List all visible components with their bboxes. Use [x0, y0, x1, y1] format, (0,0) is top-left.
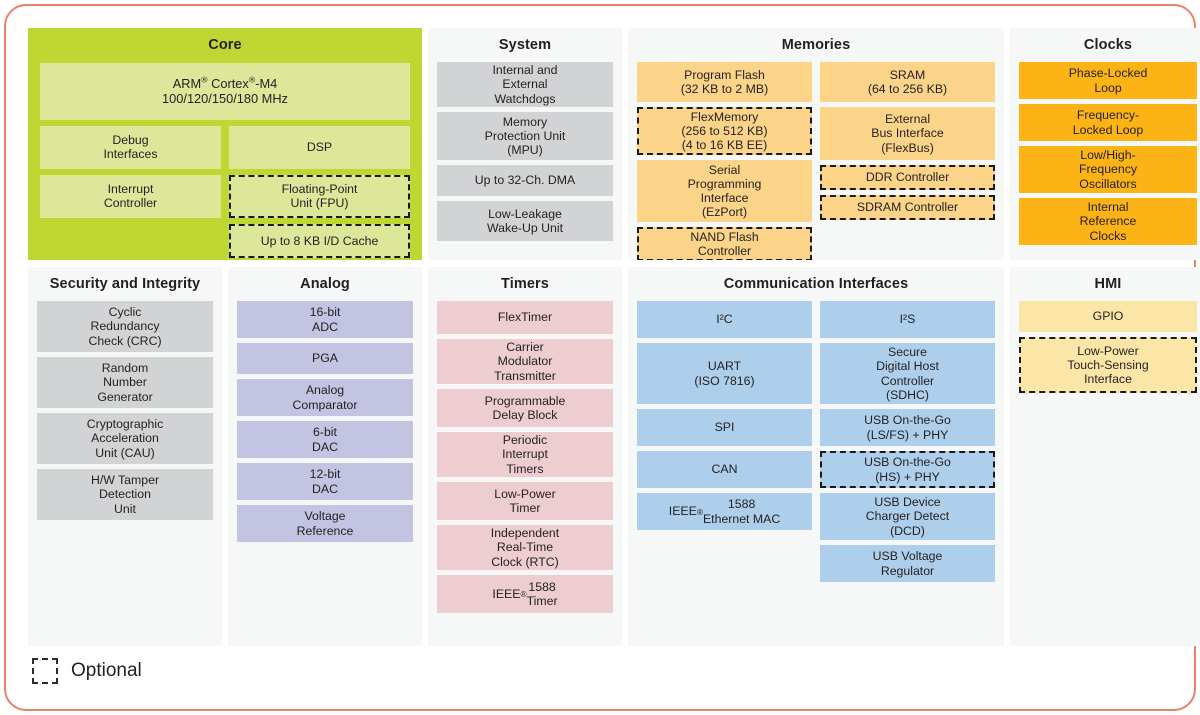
memories-left-column: Program Flash (32 KB to 2 MB) FlexMemory… — [637, 62, 812, 260]
panel-title-security: Security and Integrity — [49, 276, 201, 292]
block-carrier-modulator-transmitter: Carrier Modulator Transmitter — [437, 339, 613, 385]
block-periodic-interrupt-timers: Periodic Interrupt Timers — [437, 432, 613, 478]
block-frequency-locked-loop: Frequency- Locked Loop — [1019, 104, 1197, 142]
block-phase-locked-loop: Phase-Locked Loop — [1019, 62, 1197, 100]
block-sdhc: Secure Digital Host Controller (SDHC) — [820, 343, 995, 405]
panel-clocks: Clocks Phase-Locked Loop Frequency- Lock… — [1010, 28, 1200, 260]
panel-hmi: HMI GPIO Low-Power Touch-Sensing Interfa… — [1010, 267, 1200, 646]
block-program-flash: Program Flash (32 KB to 2 MB) — [637, 62, 812, 103]
panel-title-clocks: Clocks — [1083, 37, 1133, 53]
communication-right-column: I²S Secure Digital Host Controller (SDHC… — [820, 301, 995, 583]
block-i2s: I²S — [820, 301, 995, 339]
block-flextimer: FlexTimer — [437, 301, 613, 335]
hmi-blocks: GPIO Low-Power Touch-Sensing Interface — [1019, 301, 1197, 394]
analog-blocks: 16-bit ADC PGA Analog Comparator 6-bit D… — [237, 301, 413, 543]
security-blocks: Cyclic Redundancy Check (CRC) Random Num… — [37, 301, 213, 521]
legend-optional-label: Optional — [71, 660, 142, 681]
core-left-column: Debug Interfaces Interrupt Controller — [40, 125, 221, 218]
panel-title-hmi: HMI — [1094, 276, 1122, 292]
block-external-bus-interface: External Bus Interface (FlexBus) — [820, 107, 995, 161]
block-sram: SRAM (64 to 256 KB) — [820, 62, 995, 103]
optional-swatch-icon — [32, 658, 58, 684]
panel-communication-interfaces: Communication Interfaces I²C UART (ISO 7… — [628, 267, 1004, 646]
block-memory-protection-unit: Memory Protection Unit (MPU) — [437, 112, 613, 161]
block-gpio: GPIO — [1019, 301, 1197, 333]
block-interrupt-controller: Interrupt Controller — [40, 174, 221, 218]
block-i2c: I²C — [637, 301, 812, 339]
block-ddr-controller: DDR Controller — [820, 165, 995, 191]
timers-blocks: FlexTimer Carrier Modulator Transmitter … — [437, 301, 613, 614]
block-12-bit-dac: 12-bit DAC — [237, 463, 413, 501]
panel-title-memories: Memories — [781, 37, 851, 53]
block-hw-tamper-detection-unit: H/W Tamper Detection Unit — [37, 469, 213, 521]
block-usb-voltage-regulator: USB Voltage Regulator — [820, 545, 995, 583]
block-16-bit-adc: 16-bit ADC — [237, 301, 413, 339]
block-nand-flash-controller: NAND Flash Controller — [637, 227, 812, 260]
block-cyclic-redundancy-check: Cyclic Redundancy Check (CRC) — [37, 301, 213, 353]
panel-title-system: System — [498, 37, 552, 53]
block-oscillators: Low/High- Frequency Oscillators — [1019, 146, 1197, 194]
block-flexmemory: FlexMemory (256 to 512 KB) (4 to 16 KB E… — [637, 107, 812, 156]
block-serial-programming-interface: Serial Programming Interface (EzPort) — [637, 160, 812, 223]
block-6-bit-dac: 6-bit DAC — [237, 421, 413, 459]
block-dsp: DSP — [229, 125, 410, 169]
panel-title-communication: Communication Interfaces — [723, 276, 909, 292]
block-pga: PGA — [237, 343, 413, 375]
block-low-power-timer: Low-Power Timer — [437, 482, 613, 521]
block-usb-device-charger-detect: USB Device Charger Detect (DCD) — [820, 493, 995, 541]
block-internal-reference-clocks: Internal Reference Clocks — [1019, 198, 1197, 246]
block-debug-interfaces: Debug Interfaces — [40, 125, 221, 169]
panel-title-core: Core — [208, 37, 242, 53]
block-floating-point-unit: Floating-Point Unit (FPU) — [229, 174, 410, 218]
block-id-cache: Up to 8 KB I/D Cache — [229, 223, 410, 258]
block-usb-otg-hs: USB On-the-Go (HS) + PHY — [820, 451, 995, 489]
core-right-column: DSP Floating-Point Unit (FPU) Up to 8 KB… — [229, 125, 410, 258]
system-blocks: Internal and External Watchdogs Memory P… — [437, 62, 613, 242]
panel-memories: Memories Program Flash (32 KB to 2 MB) F… — [628, 28, 1004, 260]
memories-right-column: SRAM (64 to 256 KB) External Bus Interfa… — [820, 62, 995, 221]
block-spi: SPI — [637, 409, 812, 447]
panel-title-timers: Timers — [501, 276, 549, 292]
panel-title-analog: Analog — [300, 276, 350, 292]
panel-analog: Analog 16-bit ADC PGA Analog Comparator … — [228, 267, 422, 646]
core-block-grid: Debug Interfaces Interrupt Controller DS… — [40, 125, 410, 258]
panel-security-and-integrity: Security and Integrity Cyclic Redundancy… — [28, 267, 222, 646]
panel-system: System Internal and External Watchdogs M… — [428, 28, 622, 260]
block-usb-otg-lsfs: USB On-the-Go (LS/FS) + PHY — [820, 409, 995, 447]
block-cryptographic-acceleration-unit: Cryptographic Acceleration Unit (CAU) — [37, 413, 213, 465]
clocks-blocks: Phase-Locked Loop Frequency- Locked Loop… — [1019, 62, 1197, 246]
block-watchdogs: Internal and External Watchdogs — [437, 62, 613, 108]
block-analog-comparator: Analog Comparator — [237, 379, 413, 417]
block-uart: UART (ISO 7816) — [637, 343, 812, 405]
block-low-leakage-wakeup-unit: Low-Leakage Wake-Up Unit — [437, 201, 613, 242]
block-programmable-delay-block: Programmable Delay Block — [437, 389, 613, 428]
block-random-number-generator: Random Number Generator — [37, 357, 213, 409]
block-can: CAN — [637, 451, 812, 489]
panel-timers: Timers FlexTimer Carrier Modulator Trans… — [428, 267, 622, 646]
block-independent-rtc: Independent Real-Time Clock (RTC) — [437, 525, 613, 571]
memories-blocks: Program Flash (32 KB to 2 MB) FlexMemory… — [637, 62, 995, 260]
block-voltage-reference: Voltage Reference — [237, 505, 413, 543]
block-sdram-controller: SDRAM Controller — [820, 195, 995, 221]
legend: Optional — [32, 658, 142, 684]
block-dma: Up to 32-Ch. DMA — [437, 165, 613, 197]
block-low-power-touch-sensing-interface: Low-Power Touch-Sensing Interface — [1019, 337, 1197, 394]
